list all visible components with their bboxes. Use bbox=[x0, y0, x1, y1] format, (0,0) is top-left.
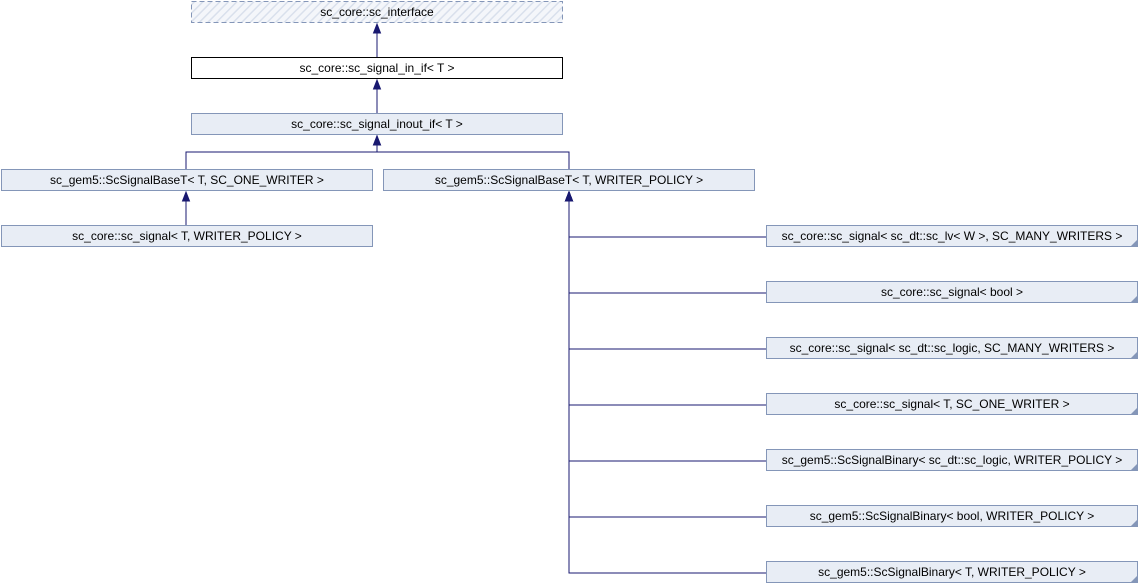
arrowhead-icon bbox=[564, 190, 574, 202]
class-node-n13[interactable]: sc_gem5::ScSignalBinary< T, WRITER_POLIC… bbox=[766, 561, 1138, 583]
inheritance-edge-n7-n5 bbox=[564, 190, 766, 238]
class-node-label: sc_core::sc_interface bbox=[320, 5, 434, 19]
class-node-n1[interactable]: sc_core::sc_interface bbox=[191, 1, 563, 23]
class-node-label: sc_gem5::ScSignalBinary< T, WRITER_POLIC… bbox=[818, 565, 1086, 579]
class-node-box bbox=[1, 225, 373, 247]
edge-line bbox=[568, 192, 766, 406]
class-node-label: sc_core::sc_signal< T, WRITER_POLICY > bbox=[72, 229, 302, 243]
edges-layer bbox=[181, 22, 766, 574]
class-node-label: sc_gem5::ScSignalBaseT< T, WRITER_POLICY… bbox=[435, 173, 703, 187]
class-node-n2: sc_core::sc_signal_in_if< T > bbox=[191, 57, 563, 79]
arrowhead-icon bbox=[372, 134, 382, 146]
inheritance-edge-n11-n5 bbox=[564, 190, 766, 462]
class-node-n5[interactable]: sc_gem5::ScSignalBaseT< T, WRITER_POLICY… bbox=[383, 169, 755, 191]
class-node-n8[interactable]: sc_core::sc_signal< bool > bbox=[766, 281, 1138, 303]
inheritance-edge-n13-n5 bbox=[564, 190, 766, 574]
inheritance-edge-n10-n5 bbox=[564, 190, 766, 406]
inheritance-edge-n12-n5 bbox=[564, 190, 766, 518]
truncated-marker-icon bbox=[1131, 240, 1137, 246]
inheritance-edge-n2-n1 bbox=[372, 22, 382, 57]
edge-line bbox=[568, 192, 766, 294]
truncated-marker-icon bbox=[1131, 296, 1137, 302]
truncated-marker-icon bbox=[1131, 520, 1137, 526]
class-node-label: sc_core::sc_signal< bool > bbox=[881, 285, 1023, 299]
inheritance-edge-n4-n3 bbox=[185, 134, 382, 169]
truncated-marker-icon bbox=[1131, 464, 1137, 470]
class-node-box bbox=[191, 113, 563, 135]
inheritance-edge-n6-n4 bbox=[181, 190, 191, 225]
class-node-n4[interactable]: sc_gem5::ScSignalBaseT< T, SC_ONE_WRITER… bbox=[1, 169, 373, 191]
class-node-box bbox=[766, 225, 1138, 247]
class-node-label: sc_core::sc_signal< T, SC_ONE_WRITER > bbox=[834, 397, 1069, 411]
class-node-box bbox=[766, 281, 1138, 303]
arrowhead-icon bbox=[372, 78, 382, 90]
class-node-box bbox=[766, 505, 1138, 527]
class-node-n9[interactable]: sc_core::sc_signal< sc_dt::sc_logic, SC_… bbox=[766, 337, 1138, 359]
inheritance-edge-n8-n5 bbox=[564, 190, 766, 294]
truncated-marker-icon bbox=[1131, 352, 1137, 358]
inheritance-edge-n3-n2 bbox=[372, 78, 382, 113]
class-node-box bbox=[766, 393, 1138, 415]
edge-line bbox=[568, 192, 766, 462]
class-node-label: sc_gem5::ScSignalBinary< bool, WRITER_PO… bbox=[810, 509, 1095, 523]
class-node-box bbox=[766, 337, 1138, 359]
class-node-n12[interactable]: sc_gem5::ScSignalBinary< bool, WRITER_PO… bbox=[766, 505, 1138, 527]
truncated-marker-icon bbox=[1131, 576, 1137, 582]
edge-line bbox=[568, 192, 766, 518]
arrowhead-icon bbox=[372, 22, 382, 34]
class-node-box bbox=[1, 169, 373, 191]
class-node-box bbox=[191, 1, 563, 23]
class-node-label: sc_gem5::ScSignalBaseT< T, SC_ONE_WRITER… bbox=[50, 173, 324, 187]
class-node-n7[interactable]: sc_core::sc_signal< sc_dt::sc_lv< W >, S… bbox=[766, 225, 1138, 247]
edge-line bbox=[185, 136, 378, 169]
class-node-n6[interactable]: sc_core::sc_signal< T, WRITER_POLICY > bbox=[1, 225, 373, 247]
class-node-box bbox=[191, 57, 563, 79]
edge-line bbox=[568, 192, 766, 350]
inheritance-edge-n9-n5 bbox=[564, 190, 766, 350]
class-node-n10[interactable]: sc_core::sc_signal< T, SC_ONE_WRITER > bbox=[766, 393, 1138, 415]
truncated-marker-icon bbox=[1131, 408, 1137, 414]
class-node-label: sc_gem5::ScSignalBinary< sc_dt::sc_logic… bbox=[782, 453, 1123, 467]
class-node-label: sc_core::sc_signal_inout_if< T > bbox=[291, 117, 463, 131]
arrowhead-icon bbox=[181, 190, 191, 202]
inheritance-edge-n5-n3 bbox=[372, 134, 570, 169]
class-node-box bbox=[383, 169, 755, 191]
class-node-n3[interactable]: sc_core::sc_signal_inout_if< T > bbox=[191, 113, 563, 135]
class-node-box bbox=[766, 449, 1138, 471]
class-node-box bbox=[766, 561, 1138, 583]
edge-line bbox=[376, 136, 570, 169]
edge-line bbox=[568, 192, 766, 574]
class-node-n11[interactable]: sc_gem5::ScSignalBinary< sc_dt::sc_logic… bbox=[766, 449, 1138, 471]
class-node-label: sc_core::sc_signal< sc_dt::sc_lv< W >, S… bbox=[782, 229, 1123, 243]
class-node-label: sc_core::sc_signal_in_if< T > bbox=[300, 61, 455, 75]
edge-line bbox=[568, 192, 766, 238]
class-node-label: sc_core::sc_signal< sc_dt::sc_logic, SC_… bbox=[790, 341, 1115, 355]
